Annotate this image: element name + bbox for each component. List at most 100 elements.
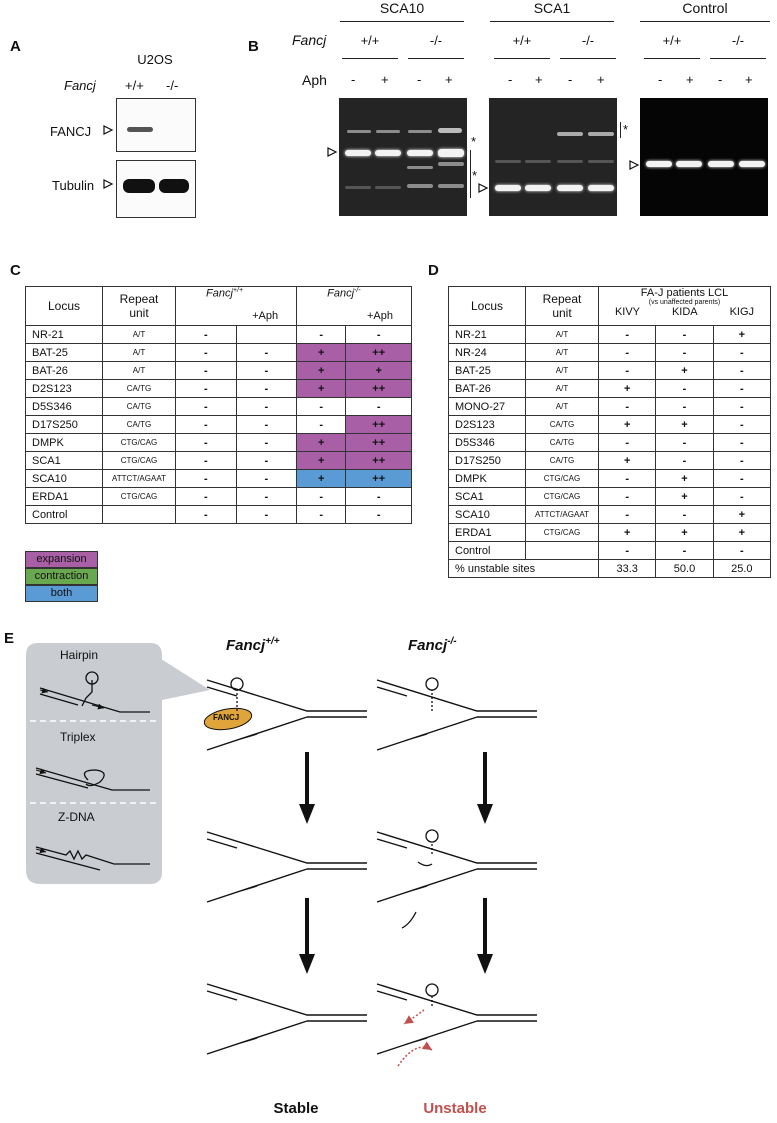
d-value-cell: + (597, 379, 657, 398)
c-value-cell: - (235, 361, 298, 380)
b-subline (560, 58, 616, 59)
c-value-cell: - (345, 487, 412, 506)
d-header-group-label: FA-J patients LCL (640, 287, 729, 299)
d-locus-cell: D17S250 (448, 451, 526, 470)
d-patient-kigj: KIGJ (729, 306, 755, 318)
d-locus-cell: NR-24 (448, 343, 526, 362)
d-footer-value: 25.0 (712, 559, 772, 578)
c-repeat-cell: CTG/CAG (102, 451, 176, 470)
gel-sca1 (489, 98, 617, 216)
d-repeat-cell: A/T (525, 361, 599, 380)
d-value-cell: - (712, 469, 772, 488)
c-value-cell: ++ (345, 343, 412, 362)
structure-label-hairpin: Hairpin (60, 648, 99, 662)
d-value-cell: - (712, 379, 772, 398)
gel-band-main (407, 150, 433, 156)
c-repeat-cell: CTG/CAG (102, 487, 176, 506)
c-locus-cell: Control (25, 505, 103, 524)
c-locus-cell: D2S123 (25, 379, 103, 398)
d-value-cell: + (712, 325, 772, 344)
panel-c-letter: C (10, 262, 21, 279)
c-value-cell: - (296, 415, 347, 434)
c-value-cell: - (235, 469, 298, 488)
group-line-sca10 (340, 21, 464, 22)
b-geno-sca10-ko: -/- (429, 33, 443, 48)
gel-band-lower (407, 166, 433, 169)
fancj-protein (203, 707, 253, 731)
c-value-cell: - (175, 487, 237, 506)
legend-expansion: expansion (25, 551, 98, 568)
d-value-cell: + (712, 505, 772, 524)
c-header-repeat: Repeat unit (102, 286, 176, 326)
d-locus-cell: MONO-27 (448, 397, 526, 416)
aph-mark-plus: + (745, 72, 753, 87)
c-repeat-cell: A/T (102, 325, 176, 344)
panel-b-letter: B (248, 38, 259, 55)
c-value-cell: + (345, 361, 412, 380)
d-locus-cell: BAT-25 (448, 361, 526, 380)
c-repeat-cell (102, 505, 176, 524)
d-footer-value: 33.3 (597, 559, 657, 578)
c-value-cell: - (235, 397, 298, 416)
tubulin-band-ko (159, 179, 189, 193)
b-subline (494, 58, 550, 59)
c-value-cell: - (175, 397, 237, 416)
panel-a-genotype-ko: -/- (166, 78, 179, 93)
d-value-cell: - (712, 541, 772, 560)
d-repeat-cell: CTG/CAG (525, 523, 599, 542)
group-label-control: Control (682, 0, 728, 16)
d-value-cell: + (655, 361, 714, 380)
panel-d-table: Locus Repeat unit FA-J patients LCL (vs … (448, 286, 772, 578)
c-repeat-cell: A/T (102, 343, 176, 362)
d-locus-cell: SCA1 (448, 487, 526, 506)
sca1-arrowhead-icon (478, 183, 489, 193)
c-value-cell: ++ (345, 451, 412, 470)
gel-band-main (345, 150, 371, 156)
b-subline (408, 58, 464, 59)
control-arrowhead-icon (629, 160, 640, 170)
c-locus-cell: D5S346 (25, 397, 103, 416)
c-value-cell: - (235, 487, 298, 506)
fork-ko-bottom (376, 983, 537, 1055)
d-value-cell: - (712, 397, 772, 416)
aph-mark-minus: - (351, 72, 356, 87)
d-value-cell: - (597, 487, 657, 506)
aph-mark-minus: - (718, 72, 723, 87)
gel-band-upper (588, 132, 614, 136)
d-repeat-cell: CA/TG (525, 451, 599, 470)
group-line-sca1 (490, 21, 614, 22)
c-value-cell: ++ (345, 379, 412, 398)
c-value-cell: - (175, 505, 237, 524)
c-header-wt-aph: +Aph (252, 310, 279, 322)
c-value-cell: - (235, 415, 298, 434)
d-repeat-cell: CA/TG (525, 415, 599, 434)
c-locus-cell: NR-21 (25, 325, 103, 344)
panel-a-genotype-wt: +/+ (125, 78, 144, 93)
gel-band-main (676, 161, 702, 167)
c-header-ko: Fancj-/- +Aph (296, 286, 412, 326)
c-value-cell: - (296, 397, 347, 416)
hairpin-wt-top (230, 677, 244, 711)
d-repeat-cell: CTG/CAG (525, 487, 599, 506)
d-repeat-cell: A/T (525, 397, 599, 416)
c-value-cell: - (345, 325, 412, 344)
d-value-cell: - (597, 433, 657, 452)
c-value-cell: - (296, 487, 347, 506)
c-value-cell: + (296, 361, 347, 380)
c-value-cell: + (296, 469, 347, 488)
b-geno-control-wt: +/+ (662, 33, 682, 48)
c-repeat-cell: CA/TG (102, 397, 176, 416)
c-value-cell: - (345, 397, 412, 416)
d-value-cell: + (655, 487, 714, 506)
d-value-cell: - (712, 487, 772, 506)
fork-wt-mid (206, 831, 367, 903)
